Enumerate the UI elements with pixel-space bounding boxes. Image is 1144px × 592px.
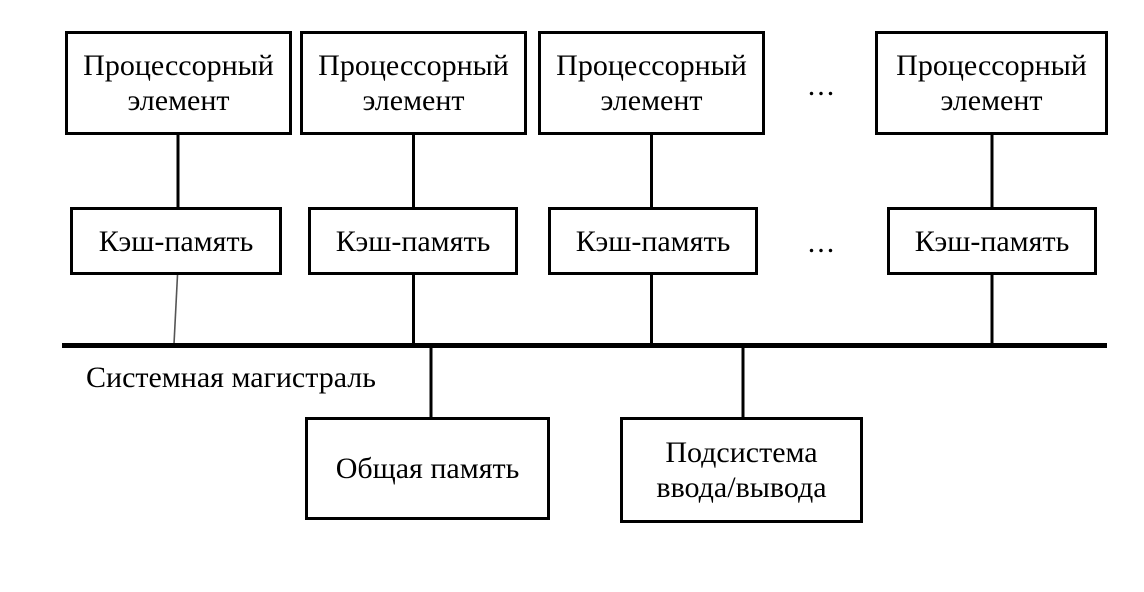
- io-subsystem-box: Подсистема ввода/вывода: [620, 417, 863, 523]
- processor-element-2-label: Процессорный элемент: [318, 49, 509, 117]
- cache-memory-2-box: Кэш-память: [308, 207, 518, 275]
- processor-element-1-label: Процессорный элемент: [83, 49, 274, 117]
- cache-memory-3-box: Кэш-память: [548, 207, 758, 275]
- io-subsystem-label: Подсистема ввода/вывода: [656, 436, 827, 504]
- system-bus-line: [62, 343, 1107, 348]
- shared-memory-label: Общая память: [335, 452, 520, 485]
- processor-element-4-box: Процессорный элемент: [875, 31, 1108, 135]
- cache-memory-1-box: Кэш-память: [70, 207, 282, 275]
- processor-element-1-box: Процессорный элемент: [65, 31, 292, 135]
- cache-memory-4-label: Кэш-память: [914, 224, 1070, 258]
- shared-memory-box: Общая память: [305, 417, 550, 520]
- ellipsis-cache-row: ...: [807, 226, 837, 259]
- cache-memory-3-label: Кэш-память: [575, 224, 731, 258]
- cache-memory-4-box: Кэш-память: [887, 207, 1097, 275]
- connector-cache1-bus: [173, 274, 179, 345]
- system-bus-label: Системная магистраль: [86, 361, 376, 394]
- cache-memory-1-label: Кэш-память: [98, 224, 254, 258]
- processor-element-2-box: Процессорный элемент: [300, 31, 527, 135]
- processor-element-3-box: Процессорный элемент: [538, 31, 765, 135]
- processor-element-4-label: Процессорный элемент: [896, 49, 1087, 117]
- ellipsis-processor-row: ...: [807, 69, 837, 102]
- cache-memory-2-label: Кэш-память: [335, 224, 491, 258]
- processor-element-3-label: Процессорный элемент: [556, 49, 747, 117]
